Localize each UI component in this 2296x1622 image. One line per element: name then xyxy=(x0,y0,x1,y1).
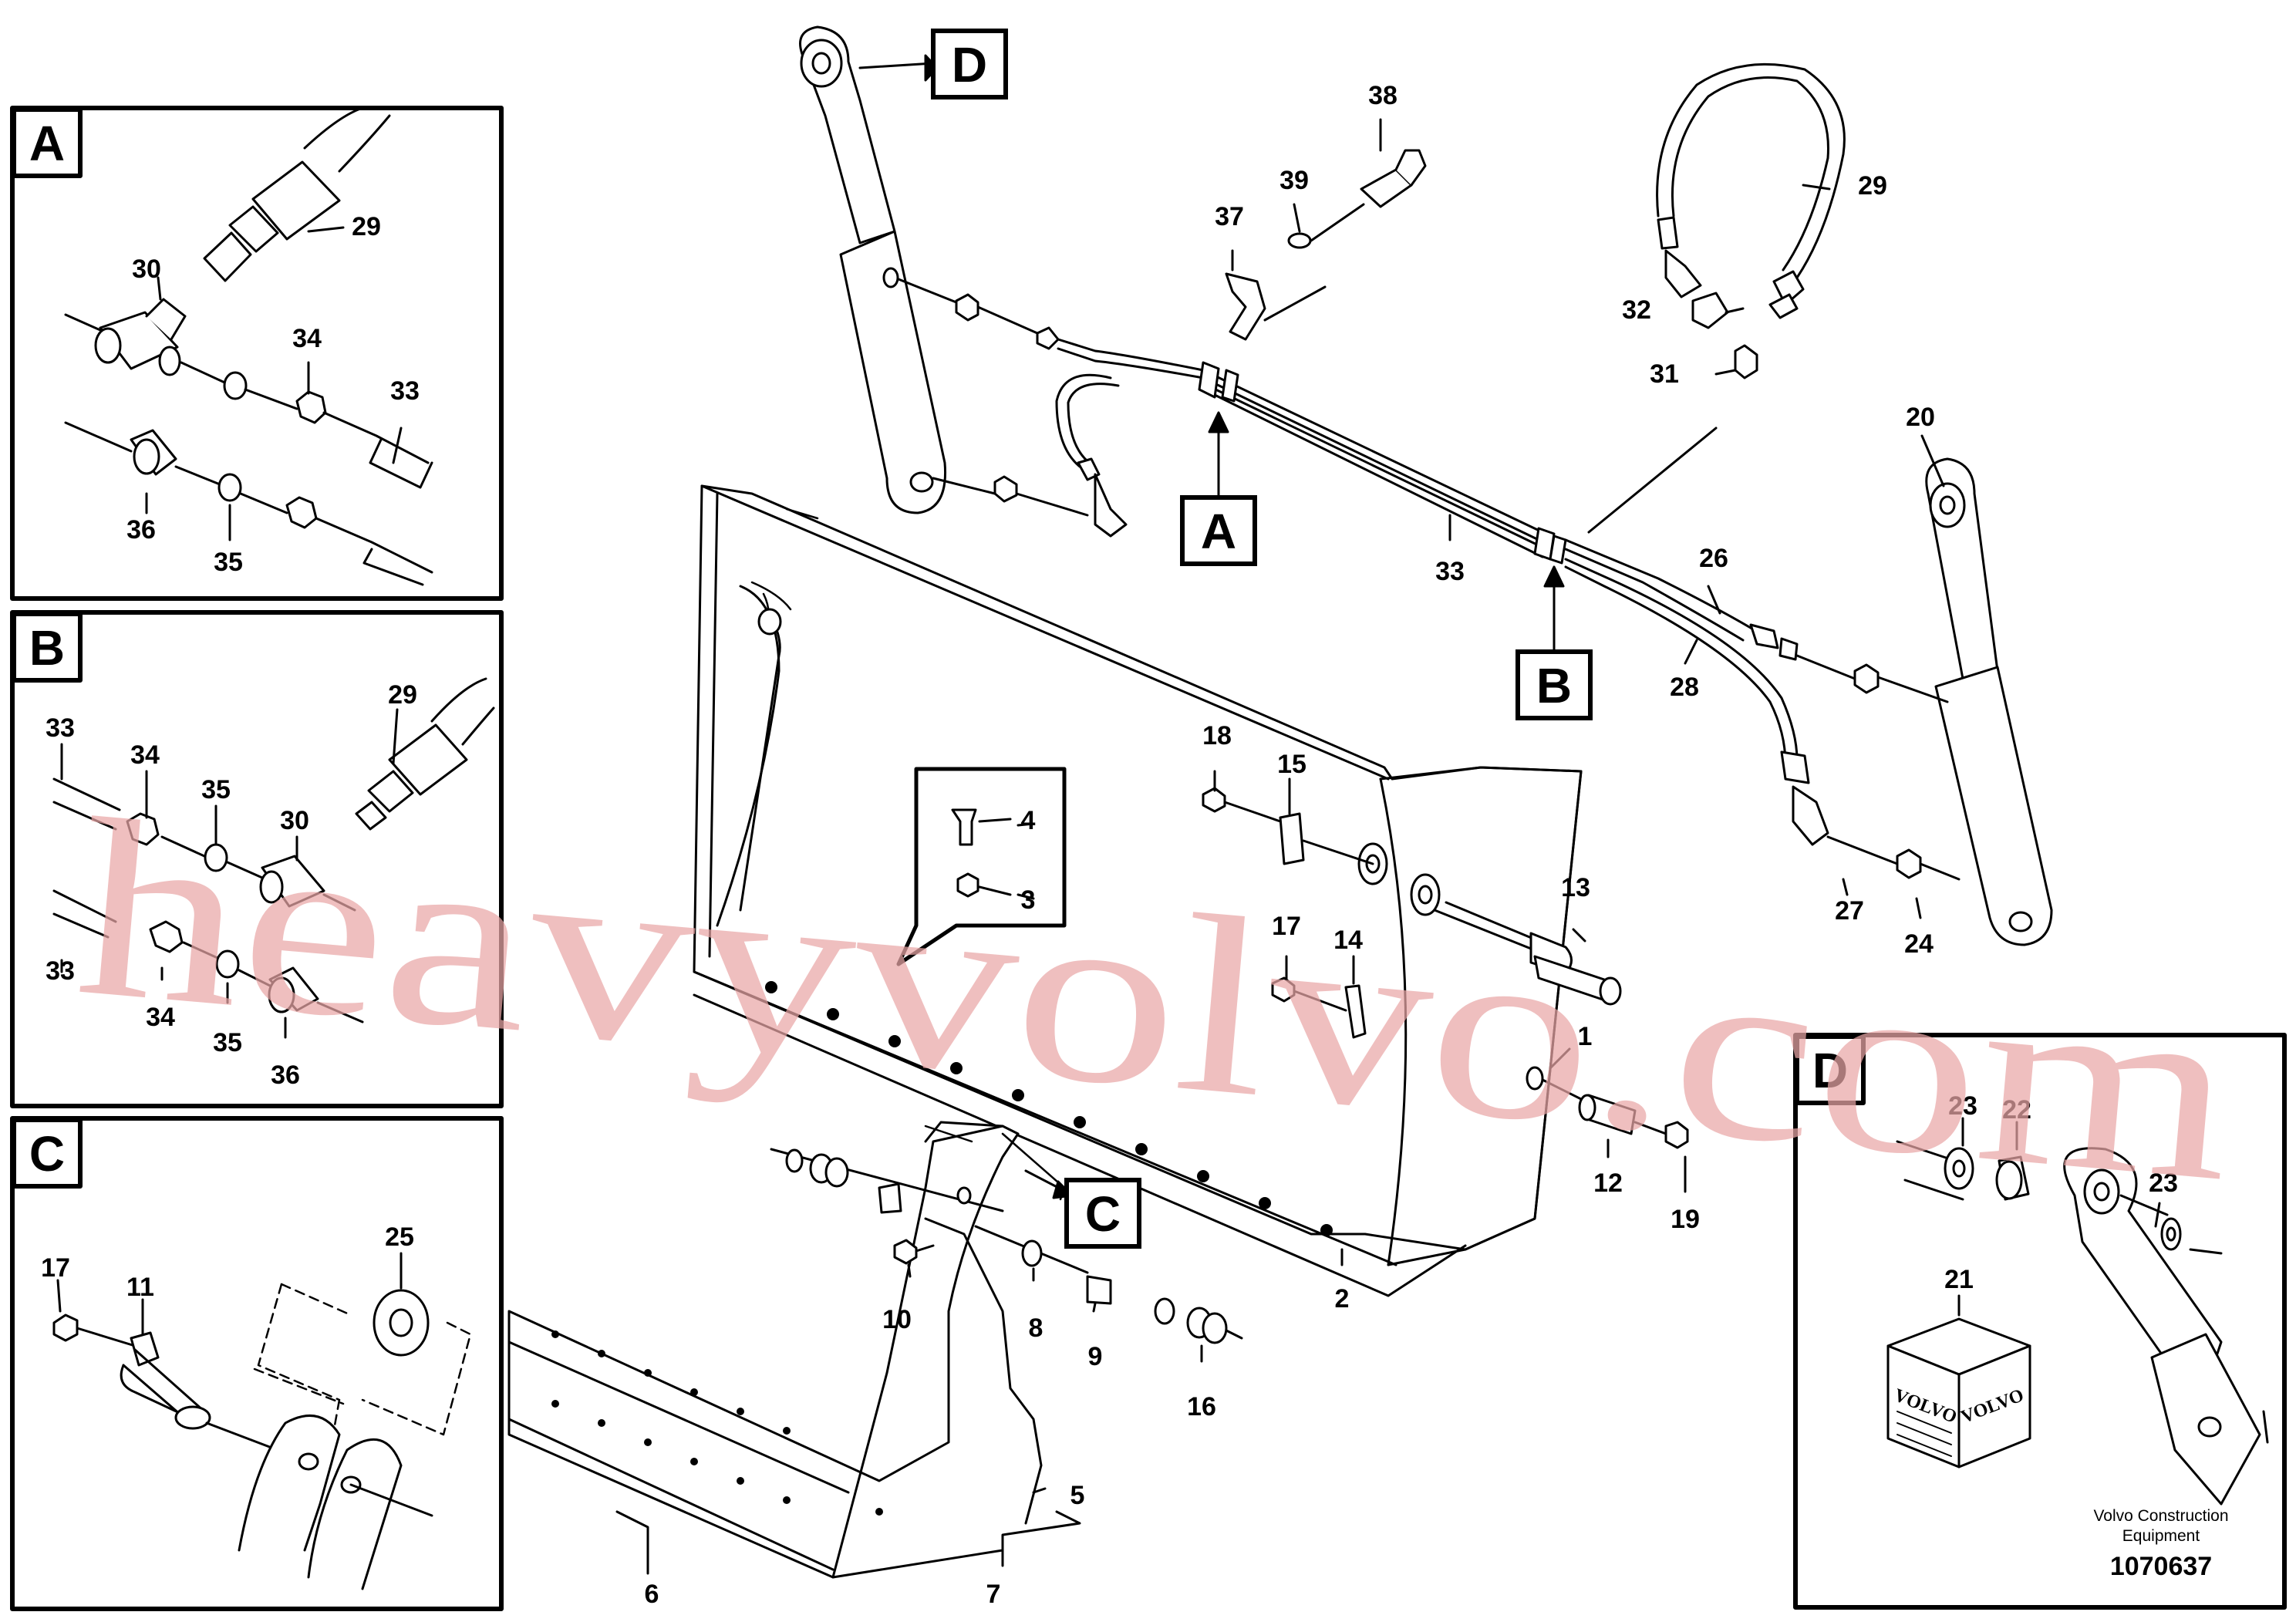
inset-c-letter: C xyxy=(29,1126,65,1182)
part-label: 8 xyxy=(1029,1313,1043,1343)
credit-line-1: Volvo Construction xyxy=(2093,1507,2228,1525)
inset-a-labels: 29 30 34 33 36 35 xyxy=(126,212,420,577)
part-label: 13 xyxy=(1561,873,1590,902)
part-label: 3 xyxy=(1021,885,1036,915)
part-label: 29 xyxy=(1858,171,1887,201)
part-label: 28 xyxy=(1670,673,1699,702)
part-label: 19 xyxy=(1671,1205,1700,1234)
part-label: 6 xyxy=(645,1580,659,1609)
inset-b xyxy=(10,610,504,1108)
credit-line-2: Equipment xyxy=(2122,1527,2200,1545)
inset-c-labels: 17 11 25 xyxy=(41,1222,414,1302)
inset-d-letter: D xyxy=(1812,1043,1848,1098)
part-label: 25 xyxy=(385,1222,414,1252)
part-label: 34 xyxy=(146,1003,175,1032)
part-label: 24 xyxy=(1904,929,1934,959)
part-label: 10 xyxy=(882,1305,912,1334)
part-label: 9 xyxy=(1088,1342,1103,1371)
part-label: 2 xyxy=(1335,1284,1350,1313)
part-label: 34 xyxy=(130,740,160,770)
part-label: 32 xyxy=(1622,295,1651,325)
part-label: 4 xyxy=(1021,806,1036,835)
part-label: 35 xyxy=(214,548,243,577)
inset-a-letter: A xyxy=(29,116,65,171)
part-label: 21 xyxy=(1944,1265,1974,1294)
callout-b: B xyxy=(1536,658,1572,713)
part-label: 16 xyxy=(1187,1392,1216,1421)
part-label: 17 xyxy=(41,1253,70,1283)
part-label: 33 xyxy=(46,956,75,986)
part-label: 37 xyxy=(1215,202,1244,231)
inset-d xyxy=(1793,1033,2287,1610)
part-label: 18 xyxy=(1202,721,1232,750)
main-assembly xyxy=(507,25,2053,1579)
part-label: 22 xyxy=(2002,1095,2031,1125)
callout-c: C xyxy=(1085,1186,1121,1242)
part-label: 30 xyxy=(132,255,161,284)
drawing-number: 1070637 xyxy=(2110,1552,2212,1581)
part-label: 5 xyxy=(1070,1481,1085,1510)
part-label: 33 xyxy=(390,376,420,406)
part-label: 38 xyxy=(1368,81,1397,110)
part-label: 12 xyxy=(1593,1168,1623,1198)
part-label: 23 xyxy=(1948,1091,1977,1121)
inset-b-letter: B xyxy=(29,620,65,676)
part-label: 39 xyxy=(1279,166,1309,195)
part-label: 33 xyxy=(1435,557,1465,586)
callout-boxes xyxy=(931,29,1593,1249)
callout-d: D xyxy=(952,37,987,93)
part-label: 27 xyxy=(1835,896,1864,926)
part-label: 30 xyxy=(280,806,309,835)
inset-a xyxy=(10,106,504,601)
inset-c xyxy=(10,1116,504,1611)
part-label: 11 xyxy=(126,1273,154,1302)
part-label: 29 xyxy=(352,212,381,241)
part-label: 35 xyxy=(213,1028,242,1057)
part-label: 20 xyxy=(1906,403,1935,432)
part-label: 23 xyxy=(2149,1168,2178,1198)
main-labels: 38 39 37 29 32 31 20 33 26 28 18 15 4 3 … xyxy=(645,81,1935,1609)
inset-b-labels: 33 34 35 29 30 33 34 35 36 xyxy=(46,680,417,1090)
callout-a: A xyxy=(1201,504,1236,559)
part-label: 14 xyxy=(1333,926,1363,955)
part-label: 17 xyxy=(1272,912,1301,941)
inset-d-labels: 23 22 23 21 xyxy=(1944,1091,2178,1294)
part-label: 36 xyxy=(271,1061,300,1090)
part-label: 1 xyxy=(1578,1022,1593,1051)
part-label: 26 xyxy=(1699,544,1728,573)
part-label: 31 xyxy=(1650,359,1679,389)
part-label: 15 xyxy=(1277,750,1306,779)
part-label: 29 xyxy=(388,680,417,710)
part-label: 36 xyxy=(126,515,156,545)
part-label: 35 xyxy=(201,775,231,804)
part-label: 7 xyxy=(986,1580,1001,1609)
part-label: 34 xyxy=(292,324,322,353)
part-label: 33 xyxy=(46,713,75,743)
